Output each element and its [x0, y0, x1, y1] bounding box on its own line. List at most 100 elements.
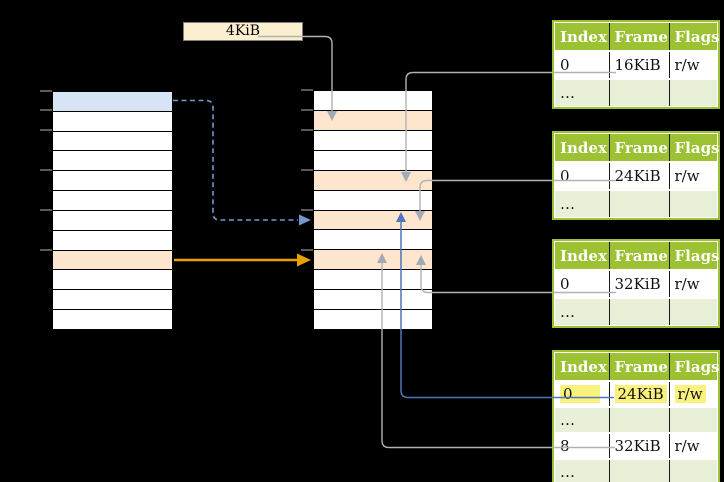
cell-index: …: [555, 297, 609, 325]
cell-frame: 32KiB: [608, 269, 669, 298]
table-row: …: [555, 189, 717, 217]
page-table-32kib: Index Frame Flags 0 32KiB r/w …: [552, 239, 720, 328]
virtual-memory-column: [52, 91, 173, 330]
table-row: …: [555, 458, 717, 482]
cell-flags: r/w: [668, 50, 717, 79]
cell-flags: r/w: [668, 380, 717, 407]
virtual-page-row-mapped-0: [53, 92, 172, 112]
physical-frame-row: [314, 150, 432, 171]
col-header-flags: Flags: [668, 242, 720, 271]
col-header-index: Index: [555, 242, 609, 271]
highlight-index: 0: [560, 385, 600, 403]
page-table-16kib: Index Frame Flags 0 16KiB r/w …: [552, 20, 720, 109]
cell-flags: [668, 189, 717, 217]
cell-index: 0: [555, 50, 609, 79]
table-row: …: [555, 78, 717, 106]
cell-flags: r/w: [668, 269, 717, 298]
virtual-page-row: [53, 210, 172, 231]
cell-frame: [608, 458, 669, 482]
physical-memory-column: [313, 90, 433, 330]
table-row: 0 16KiB r/w: [555, 50, 717, 79]
table-row: …: [555, 297, 717, 325]
physical-frame-row: [314, 310, 432, 330]
cell-frame: 24KiB: [608, 380, 669, 407]
address-tick: [40, 129, 52, 131]
arrowhead-right-icon: [299, 214, 311, 226]
table-row: 0 24KiB r/w: [555, 161, 717, 190]
address-tick: [40, 209, 52, 211]
cell-frame: [608, 297, 669, 325]
level2-page-table: Index Frame Flags 0 24KiB r/w … 8 32KiB …: [552, 350, 720, 482]
table-header-row: Index Frame Flags: [555, 353, 720, 382]
physical-frame-row: [314, 290, 432, 311]
cell-flags: [668, 406, 717, 433]
col-header-frame: Frame: [608, 353, 669, 382]
cell-flags: r/w: [668, 432, 717, 459]
cell-frame: [608, 189, 669, 217]
cell-frame: 32KiB: [608, 432, 669, 459]
cell-index: 0: [555, 161, 609, 190]
cell-frame: [608, 406, 669, 433]
physical-frame-row: [314, 130, 432, 151]
cell-index: 8: [555, 432, 609, 459]
table-header-row: Index Frame Flags: [555, 242, 720, 271]
cell-frame: 24KiB: [608, 161, 669, 190]
page-table-24kib: Index Frame Flags 0 24KiB r/w …: [552, 131, 720, 220]
table-row: …: [555, 406, 717, 433]
table-row: 8 32KiB r/w: [555, 432, 717, 459]
highlight-frame: 24KiB: [614, 385, 667, 403]
cell-flags: r/w: [668, 161, 717, 190]
address-tick: [301, 129, 313, 131]
address-tick: [40, 109, 52, 111]
address-tick: [40, 90, 52, 92]
col-header-flags: Flags: [668, 23, 720, 52]
address-tick: [301, 249, 313, 251]
cell-index: 0: [555, 269, 609, 298]
physical-frame-4kib: [314, 110, 432, 131]
highlight-flags: r/w: [674, 385, 706, 403]
table-header-row: Index Frame Flags: [555, 23, 720, 52]
arrow-translation-page0: [173, 99, 298, 221]
virtual-page-row: [53, 111, 172, 132]
col-header-frame: Frame: [608, 23, 669, 52]
col-header-frame: Frame: [608, 134, 669, 163]
virtual-page-row: [53, 270, 172, 291]
virtual-page-row: [53, 290, 172, 311]
cell-frame: [608, 78, 669, 106]
virtual-page-row-mapped-8: [53, 250, 172, 271]
col-header-flags: Flags: [668, 353, 720, 382]
address-tick: [301, 89, 313, 91]
cell-frame: 16KiB: [608, 50, 669, 79]
cell-index: …: [555, 458, 609, 482]
physical-frame-row: [314, 270, 432, 291]
cell-flags: [668, 78, 717, 106]
cell-index: …: [555, 189, 609, 217]
physical-frame-row: [314, 230, 432, 251]
col-header-index: Index: [555, 134, 609, 163]
cell-flags: [668, 297, 717, 325]
virtual-page-row: [53, 191, 172, 211]
virtual-page-row: [53, 151, 172, 172]
cell-flags: [668, 458, 717, 482]
col-header-flags: Flags: [668, 134, 720, 163]
arrowhead-right-icon: [297, 253, 311, 267]
frame-size-label: 4KiB: [183, 22, 303, 41]
cell-index: 0: [555, 380, 609, 407]
cell-index: …: [555, 78, 609, 106]
col-header-index: Index: [555, 353, 609, 382]
address-tick: [301, 169, 313, 171]
virtual-page-row: [53, 310, 172, 329]
virtual-page-row: [53, 171, 172, 192]
physical-frame-16kib: [314, 170, 432, 191]
col-header-index: Index: [555, 23, 609, 52]
address-tick: [301, 209, 313, 211]
physical-frame-32kib: [314, 250, 432, 271]
table-row-highlighted: 0 24KiB r/w: [555, 380, 717, 407]
physical-frame-row: [314, 190, 432, 211]
address-tick: [40, 169, 52, 171]
physical-frame-row: [314, 91, 432, 111]
virtual-page-row: [53, 131, 172, 152]
physical-frame-24kib: [314, 210, 432, 231]
col-header-frame: Frame: [608, 242, 669, 271]
